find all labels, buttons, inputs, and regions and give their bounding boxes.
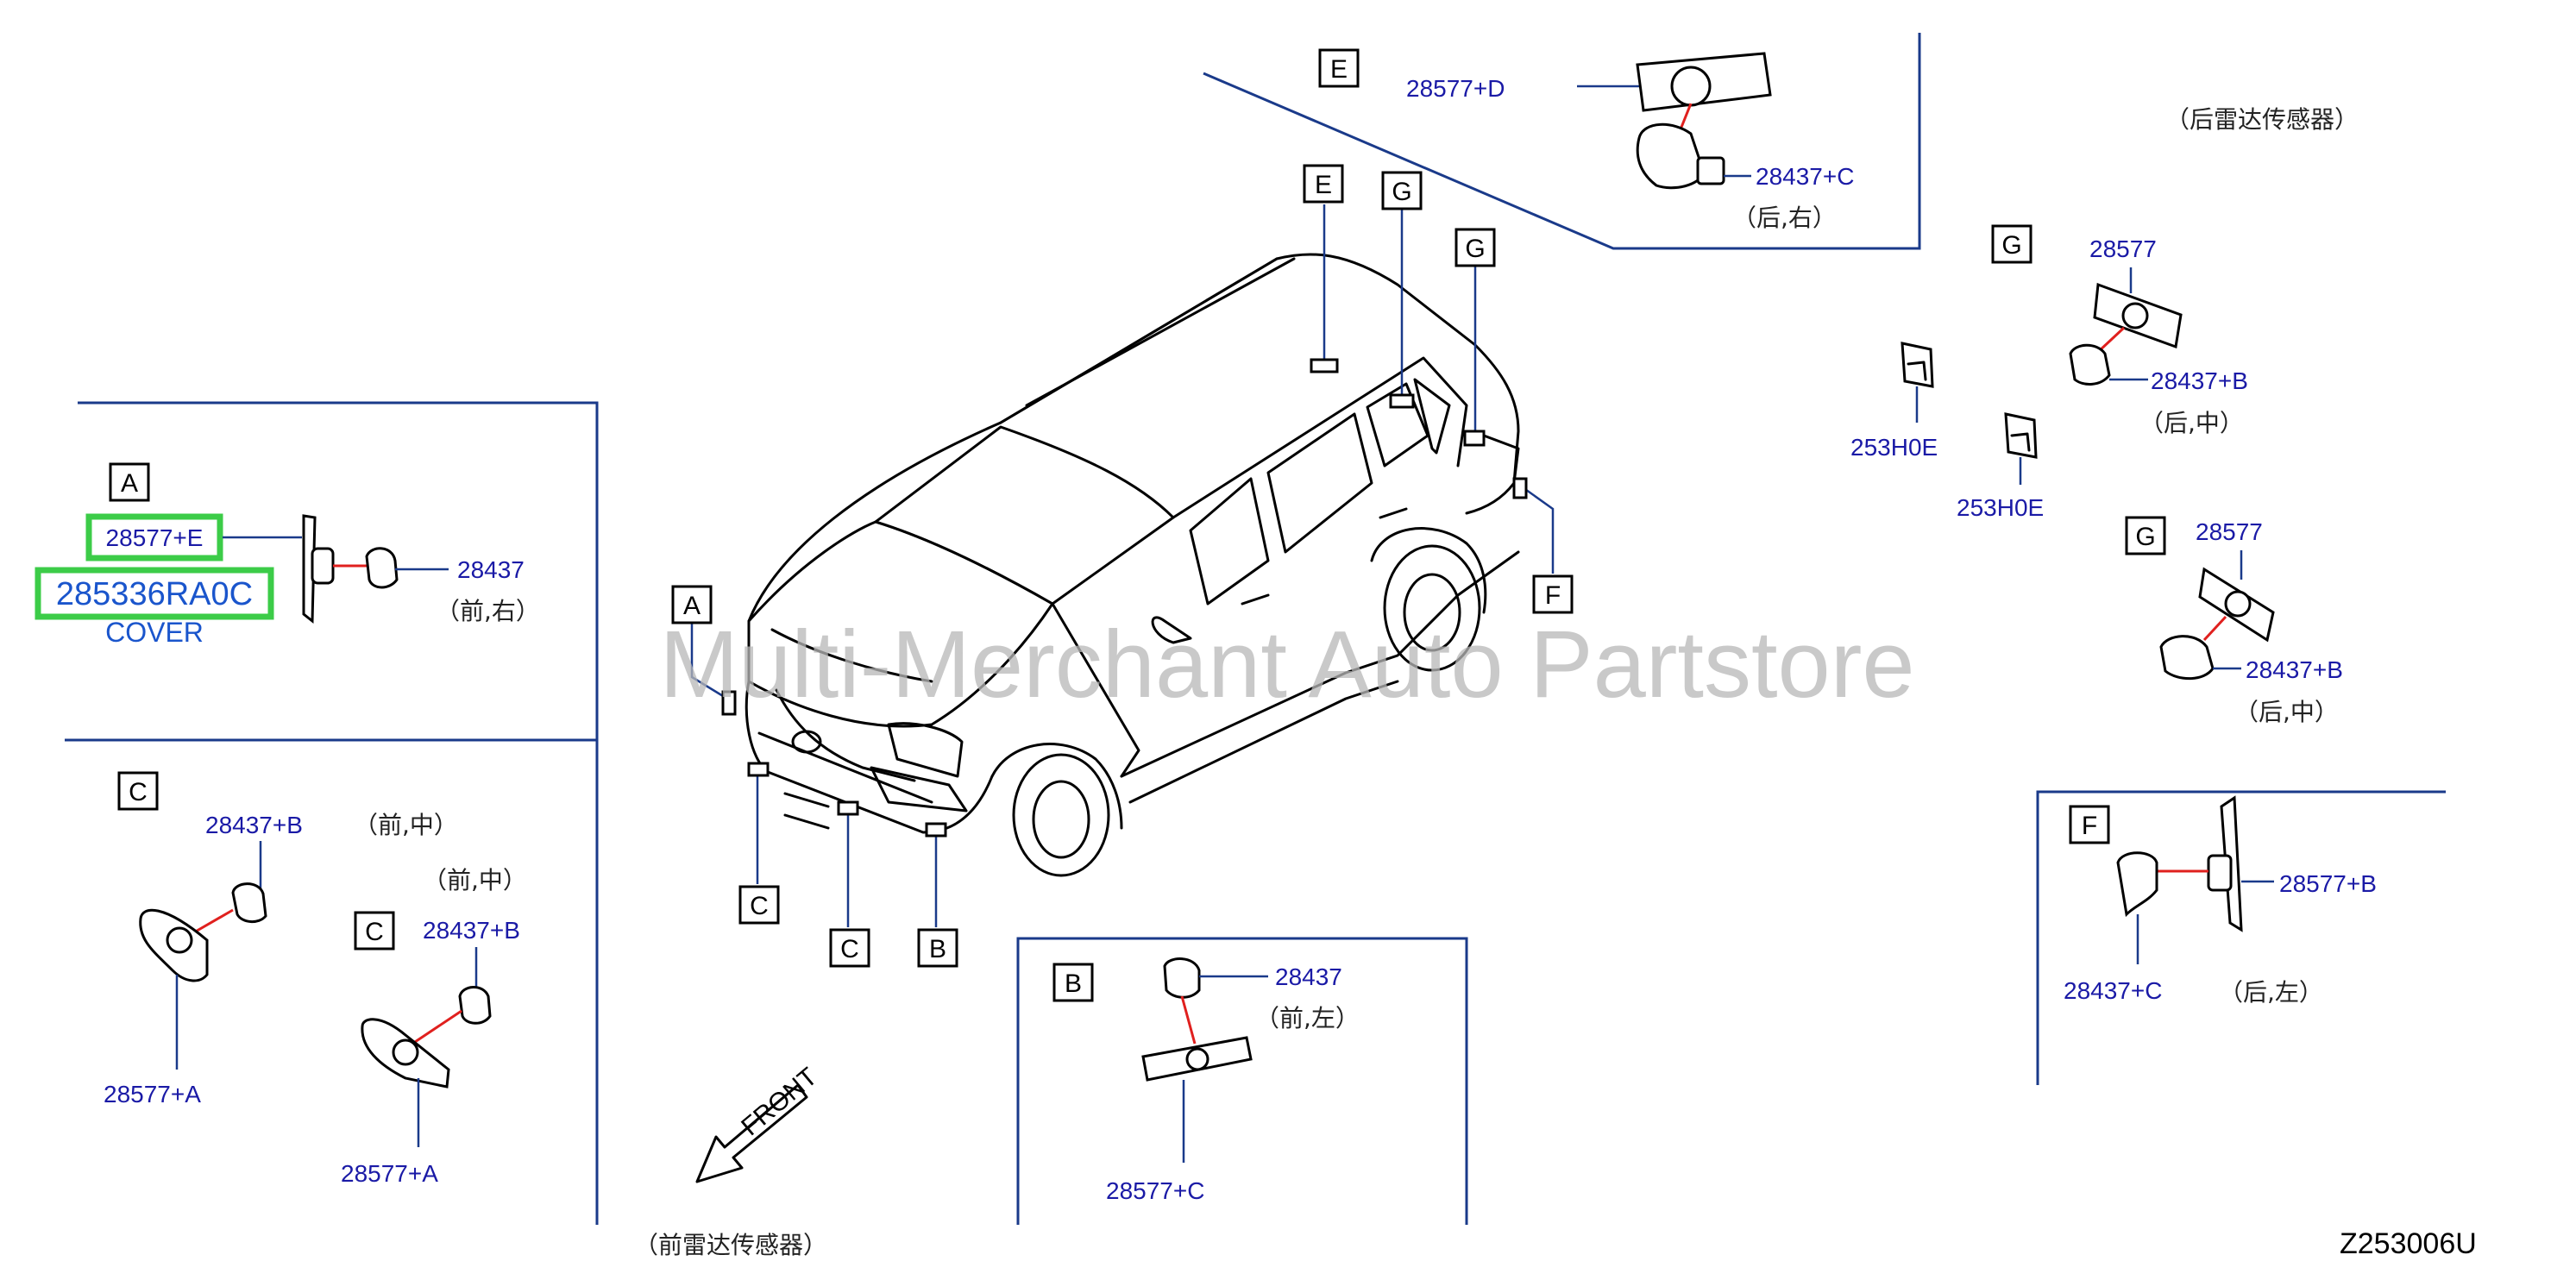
- car-outline: [745, 253, 1520, 877]
- svg-text:E: E: [1330, 55, 1348, 84]
- rear-sensor-section-title: （后雷达传感器）: [2165, 105, 2359, 134]
- svg-text:C: C: [750, 892, 769, 920]
- svg-text:28577+E: 28577+E: [106, 524, 204, 551]
- clip-253h0e-1: 253H0E: [1850, 342, 1938, 461]
- section-g-rear-centre-upper: G 28577 28437+B （后,中）: [1991, 224, 2248, 437]
- svg-text:28437+C: 28437+C: [1756, 163, 1854, 190]
- car-callout-letter-f: F: [1532, 574, 1574, 614]
- svg-text:G: G: [1465, 235, 1485, 263]
- diagram-code: Z253006U: [2340, 1227, 2477, 1260]
- svg-text:C: C: [840, 935, 859, 963]
- car-callout-letter-e: E: [1303, 164, 1344, 204]
- svg-text:C: C: [365, 918, 384, 946]
- section-e-rear-right: E 28577+D 28437+C （后,右）: [1318, 48, 1854, 232]
- section-dividers: [65, 33, 2446, 1225]
- svg-text:（前,中）: （前,中）: [354, 811, 458, 839]
- car-callout-letter-b: B: [917, 928, 958, 968]
- svg-text:G: G: [1392, 178, 1411, 206]
- svg-text:28437: 28437: [457, 556, 525, 583]
- svg-text:28577: 28577: [2089, 235, 2157, 262]
- svg-text:（前,中）: （前,中）: [423, 866, 527, 894]
- svg-text:（前,左）: （前,左）: [1255, 1004, 1360, 1032]
- svg-text:28577+A: 28577+A: [341, 1160, 438, 1187]
- svg-text:A: A: [683, 592, 701, 620]
- svg-text:C: C: [129, 778, 148, 806]
- svg-text:28437+B: 28437+B: [2246, 656, 2343, 683]
- section-c-front-centre: C 28437+B （前,中） 28577+A （前,中） C 28437+B …: [104, 771, 527, 1187]
- car-callout-letter-c2: C: [829, 928, 870, 968]
- svg-text:28437+C: 28437+C: [2064, 977, 2162, 1004]
- highlight-box-label: [85, 513, 223, 562]
- svg-text:28437+B: 28437+B: [423, 917, 520, 944]
- car-callout-letter-c1: C: [738, 885, 780, 925]
- svg-text:253H0E: 253H0E: [1850, 434, 1938, 461]
- svg-text:A: A: [121, 469, 138, 498]
- svg-text:（后,右）: （后,右）: [1732, 204, 1837, 232]
- car-callouts: [690, 204, 1555, 927]
- svg-text:（后,中）: （后,中）: [2139, 409, 2244, 437]
- svg-text:FRONT: FRONT: [736, 1063, 822, 1142]
- clip-253h0e-2: 253H0E: [1957, 412, 2044, 521]
- svg-text:28577: 28577: [2196, 518, 2263, 545]
- section-g-rear-centre-lower: G 28577 28437+B （后,中）: [2125, 516, 2343, 726]
- svg-text:G: G: [2135, 523, 2155, 551]
- svg-text:285336RA0C: 285336RA0C: [56, 576, 253, 612]
- car-callout-letter-g2: G: [1454, 228, 1496, 267]
- svg-text:28577+B: 28577+B: [2279, 870, 2377, 897]
- svg-text:（后,中）: （后,中）: [2234, 698, 2339, 726]
- svg-text:F: F: [2082, 812, 2097, 840]
- svg-text:B: B: [1065, 969, 1082, 998]
- svg-text:B: B: [929, 935, 946, 963]
- car-callout-letter-a: A: [671, 585, 713, 624]
- svg-text:28437: 28437: [1275, 963, 1342, 990]
- svg-text:28437+B: 28437+B: [2151, 367, 2248, 394]
- svg-text:（前,右）: （前,右）: [436, 597, 540, 625]
- front-sensor-section-title: （前雷达传感器）: [634, 1231, 827, 1259]
- svg-text:28577+D: 28577+D: [1406, 75, 1505, 102]
- front-direction-arrow: FRONT: [695, 1063, 823, 1183]
- section-a-front-right: A 28577+E 285336RA0C COVER 28437 （前,右）: [35, 462, 540, 648]
- watermark: Multi-Merchant Auto Partstore: [659, 612, 1914, 718]
- svg-text:28577+A: 28577+A: [104, 1081, 201, 1107]
- svg-text:G: G: [2001, 231, 2021, 260]
- highlight-box-part-number: [35, 567, 274, 620]
- svg-text:253H0E: 253H0E: [1957, 494, 2044, 521]
- svg-text:F: F: [1545, 581, 1561, 610]
- svg-text:COVER: COVER: [105, 617, 204, 648]
- section-f-rear-left: F 28577+B 28437+C （后,左）: [2064, 795, 2377, 1007]
- svg-text:E: E: [1315, 171, 1332, 199]
- car-callout-letter-g1: G: [1381, 171, 1423, 210]
- svg-text:28577+C: 28577+C: [1106, 1177, 1204, 1204]
- svg-text:（后,左）: （后,左）: [2219, 978, 2323, 1007]
- section-b-front-left: B 28437 （前,左） 28577+C: [1052, 957, 1360, 1204]
- svg-text:28437+B: 28437+B: [205, 812, 303, 838]
